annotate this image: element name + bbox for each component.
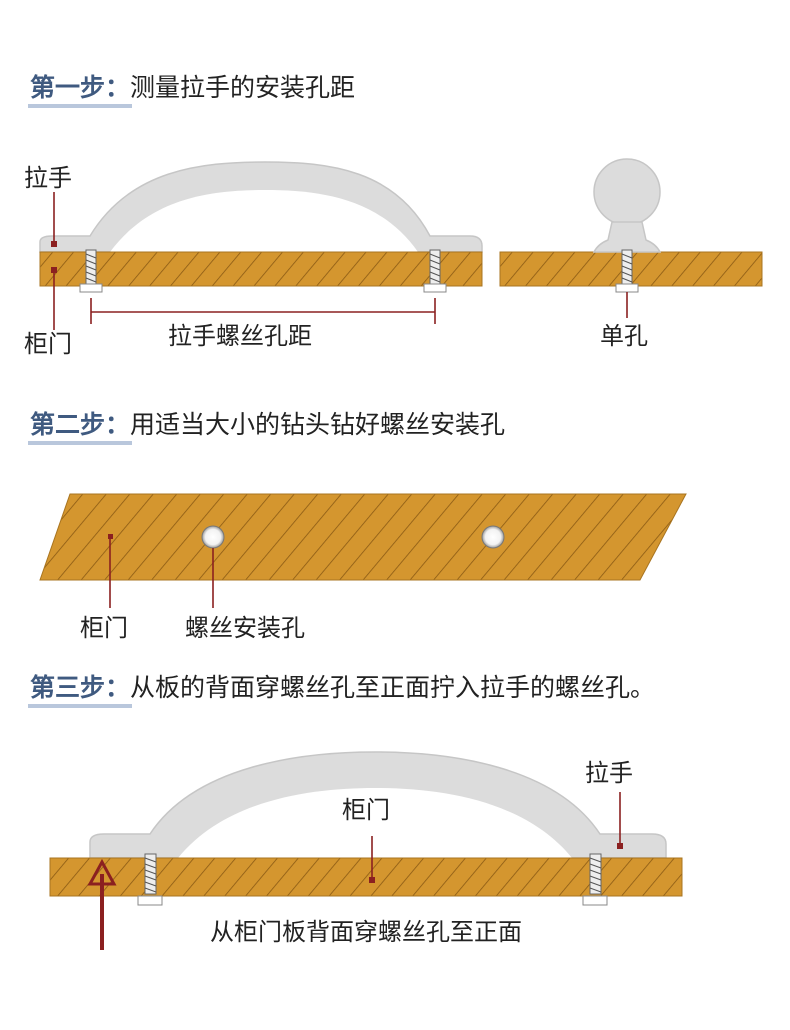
door-marker	[108, 534, 113, 539]
door-marker	[51, 267, 57, 273]
handle-marker	[617, 843, 623, 849]
step1-label: 第一步：	[27, 68, 133, 108]
step1-door-label: 柜门	[24, 330, 72, 358]
screw-hole-1	[201, 525, 225, 549]
step2-label: 第二步：	[27, 405, 133, 445]
step3-label: 第三步：	[27, 668, 133, 708]
step3-diagram	[49, 751, 683, 950]
screw-right	[423, 249, 447, 293]
step2-diagram	[39, 493, 687, 608]
step3-heading: 第三步： 从板的背面穿螺丝孔至正面拧入拉手的螺丝孔。	[27, 668, 656, 708]
insert-arrow	[87, 858, 117, 950]
step2-description: 用适当大小的钻头钻好螺丝安装孔	[130, 410, 506, 439]
screw-knob	[615, 249, 639, 293]
step2-door-label: 柜门	[80, 614, 128, 642]
step2-hole-label: 螺丝安装孔	[185, 614, 305, 642]
step1-distance-label: 拉手螺丝孔距	[168, 322, 312, 350]
step3-arrow-caption: 从柜门板背面穿螺丝孔至正面	[210, 918, 522, 946]
screw-left	[137, 853, 163, 906]
step3-description: 从板的背面穿螺丝孔至正面拧入拉手的螺丝孔。	[130, 673, 656, 702]
knob	[592, 158, 662, 253]
screw-right	[582, 853, 608, 906]
handle-marker	[51, 241, 57, 247]
step1-handle-label: 拉手	[24, 164, 72, 192]
step1-single-hole-label: 单孔	[600, 322, 648, 350]
door-panel	[39, 493, 687, 581]
step2-heading: 第二步： 用适当大小的钻头钻好螺丝安装孔	[27, 405, 506, 445]
door-board	[39, 251, 483, 287]
door-marker	[369, 877, 375, 883]
step3-handle-label: 拉手	[585, 759, 633, 787]
step1-description: 测量拉手的安装孔距	[130, 73, 356, 102]
screw-left	[79, 249, 103, 293]
step1-heading: 第一步： 测量拉手的安装孔距	[27, 68, 356, 108]
screw-hole-2	[481, 525, 505, 549]
step1-diagram	[39, 158, 763, 330]
step3-door-label: 柜门	[342, 796, 390, 824]
